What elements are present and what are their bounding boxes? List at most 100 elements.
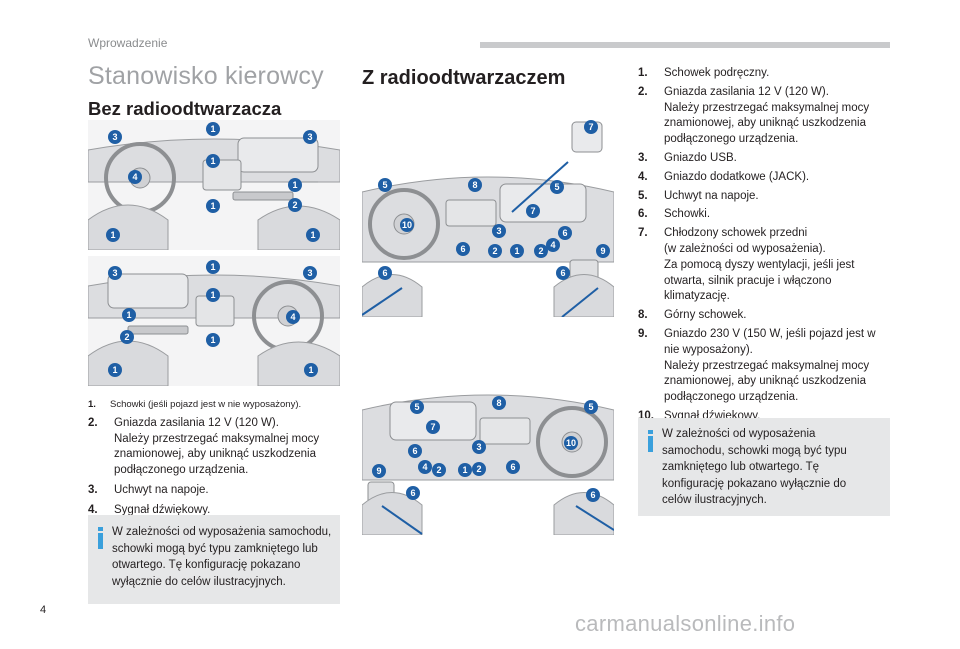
callout-badge: 6	[506, 460, 520, 474]
legend-text: Gniazdo dodatkowe (JACK).	[664, 170, 810, 183]
legend-number: 8.	[638, 309, 648, 322]
legend-item: 7. Chłodzony schowek przedni (w zależnoś…	[638, 226, 890, 305]
section-label: Wprowadzenie	[88, 36, 168, 50]
info-box-right: W zależności od wyposażenia samochodu, s…	[638, 418, 890, 516]
watermark: carmanualsonline.info	[575, 611, 796, 636]
callout-badge: 1	[206, 260, 220, 274]
legend-list-right: 1. Schowek podręczny. 2. Gniazda zasilan…	[638, 66, 890, 425]
legend-number: 3.	[638, 151, 648, 164]
dashboard-figure-2: 1 3 3 1 1 4 2 1 1 1	[88, 256, 340, 386]
callout-badge: 5	[378, 178, 392, 192]
dashboard-figure-3: 7 5 8 5 10 7 3 6 6 2 1 2 4 6 9 6	[362, 112, 614, 317]
legend-item: 4. Sygnał dźwiękowy.	[88, 503, 343, 519]
info-text: W zależności od wyposażenia samochodu, s…	[112, 526, 332, 588]
legend-number: 1.	[638, 67, 648, 79]
dashboard-illustration-3	[362, 112, 614, 317]
info-text: W zależności od wyposażenia samochodu, s…	[662, 428, 847, 506]
callout-badge: 1	[122, 308, 136, 322]
callout-badge: 1	[304, 363, 318, 377]
callout-badge: 8	[468, 178, 482, 192]
page-title: Stanowisko kierowcy	[88, 62, 324, 90]
legend-item: 4. Gniazdo dodatkowe (JACK).	[638, 170, 890, 186]
callout-badge: 9	[596, 244, 610, 258]
callout-badge: 5	[410, 400, 424, 414]
callout-badge: 10	[564, 436, 578, 450]
legend-item: 3. Gniazdo USB.	[638, 151, 890, 167]
legend-item: 8. Górny schowek.	[638, 308, 890, 324]
legend-item: 2. Gniazda zasilania 12 V (120 W). Należ…	[88, 416, 343, 479]
callout-badge: 2	[288, 198, 302, 212]
legend-list-left: 1. Schowki (jeśli pojazd jest w nie wypo…	[88, 397, 343, 519]
callout-badge: 1	[206, 154, 220, 168]
callout-badge: 7	[526, 204, 540, 218]
legend-text: Chłodzony schowek przedni (w zależności …	[664, 227, 855, 303]
callout-badge: 1	[206, 122, 220, 136]
dashboard-illustration-4	[362, 330, 614, 535]
callout-badge: 6	[378, 266, 392, 280]
info-icon	[648, 430, 653, 452]
callout-badge: 2	[120, 330, 134, 344]
legend-number: 9.	[638, 327, 648, 340]
heading-without-radio: Bez radioodtwarzacza	[88, 98, 282, 119]
callout-badge: 1	[458, 463, 472, 477]
callout-badge: 2	[472, 462, 486, 476]
callout-badge: 2	[432, 463, 446, 477]
legend-item: 3. Uchwyt na napoje.	[88, 483, 343, 499]
callout-badge: 6	[406, 486, 420, 500]
callout-badge: 1	[206, 288, 220, 302]
legend-item: 2. Gniazda zasilania 12 V (120 W). Należ…	[638, 85, 890, 148]
callout-badge: 2	[488, 244, 502, 258]
callout-badge: 4	[418, 460, 432, 474]
callout-badge: 6	[408, 444, 422, 458]
callout-badge: 1	[288, 178, 302, 192]
callout-badge: 1	[106, 228, 120, 242]
info-box-left: W zależności od wyposażenia samochodu, s…	[88, 515, 340, 604]
callout-badge: 5	[550, 180, 564, 194]
callout-badge: 1	[306, 228, 320, 242]
legend-text: Gniazdo USB.	[664, 151, 737, 164]
legend-number: 2.	[88, 416, 98, 429]
callout-badge: 3	[303, 130, 317, 144]
legend-text: Gniazda zasilania 12 V (120 W). Należy p…	[664, 85, 870, 146]
callout-badge: 4	[546, 238, 560, 252]
callout-badge: 7	[426, 420, 440, 434]
legend-number: 5.	[638, 189, 648, 202]
callout-badge: 3	[472, 440, 486, 454]
legend-text: Sygnał dźwiękowy.	[114, 503, 211, 516]
callout-badge: 6	[556, 266, 570, 280]
legend-item: 9. Gniazdo 230 V (150 W, jeśli pojazd je…	[638, 327, 890, 406]
callout-badge: 2	[534, 244, 548, 258]
legend-number: 4.	[638, 170, 648, 183]
legend-text: Górny schowek.	[664, 309, 747, 322]
legend-item: 1. Schowek podręczny.	[638, 66, 890, 82]
callout-badge: 6	[558, 226, 572, 240]
callout-badge: 1	[510, 244, 524, 258]
dashboard-figure-1: 1 3 3 1 4 1 1 2 1 1	[88, 120, 340, 250]
legend-text: Uchwyt na napoje.	[664, 189, 759, 202]
callout-badge: 8	[492, 396, 506, 410]
legend-number: 4.	[88, 503, 98, 516]
callout-badge: 7	[584, 120, 598, 134]
legend-text: Schowek podręczny.	[664, 67, 770, 79]
legend-number: 7.	[638, 227, 648, 240]
dashboard-figure-4: 8 5 5 7 3 10 6 4 2 1 2 6 9 6 6	[362, 330, 614, 535]
callout-badge: 9	[372, 464, 386, 478]
callout-badge: 5	[584, 400, 598, 414]
header-bar	[480, 42, 890, 48]
callout-badge: 1	[206, 199, 220, 213]
legend-number: 2.	[638, 85, 648, 98]
page-number: 4	[40, 604, 47, 616]
callout-badge: 10	[400, 218, 414, 232]
legend-text: Uchwyt na napoje.	[114, 483, 209, 496]
callout-badge: 4	[128, 170, 142, 184]
legend-number: 1.	[88, 399, 96, 410]
legend-item: 6. Schowki.	[638, 207, 890, 223]
legend-number: 6.	[638, 208, 648, 221]
legend-text: Gniazda zasilania 12 V (120 W). Należy p…	[114, 416, 320, 477]
legend-item: 1. Schowki (jeśli pojazd jest w nie wypo…	[88, 397, 343, 413]
callout-badge: 3	[492, 224, 506, 238]
callout-badge: 1	[108, 363, 122, 377]
dashboard-illustration-1	[88, 120, 340, 250]
legend-text: Schowki (jeśli pojazd jest w nie wyposaż…	[110, 399, 302, 410]
callout-badge: 6	[586, 488, 600, 502]
